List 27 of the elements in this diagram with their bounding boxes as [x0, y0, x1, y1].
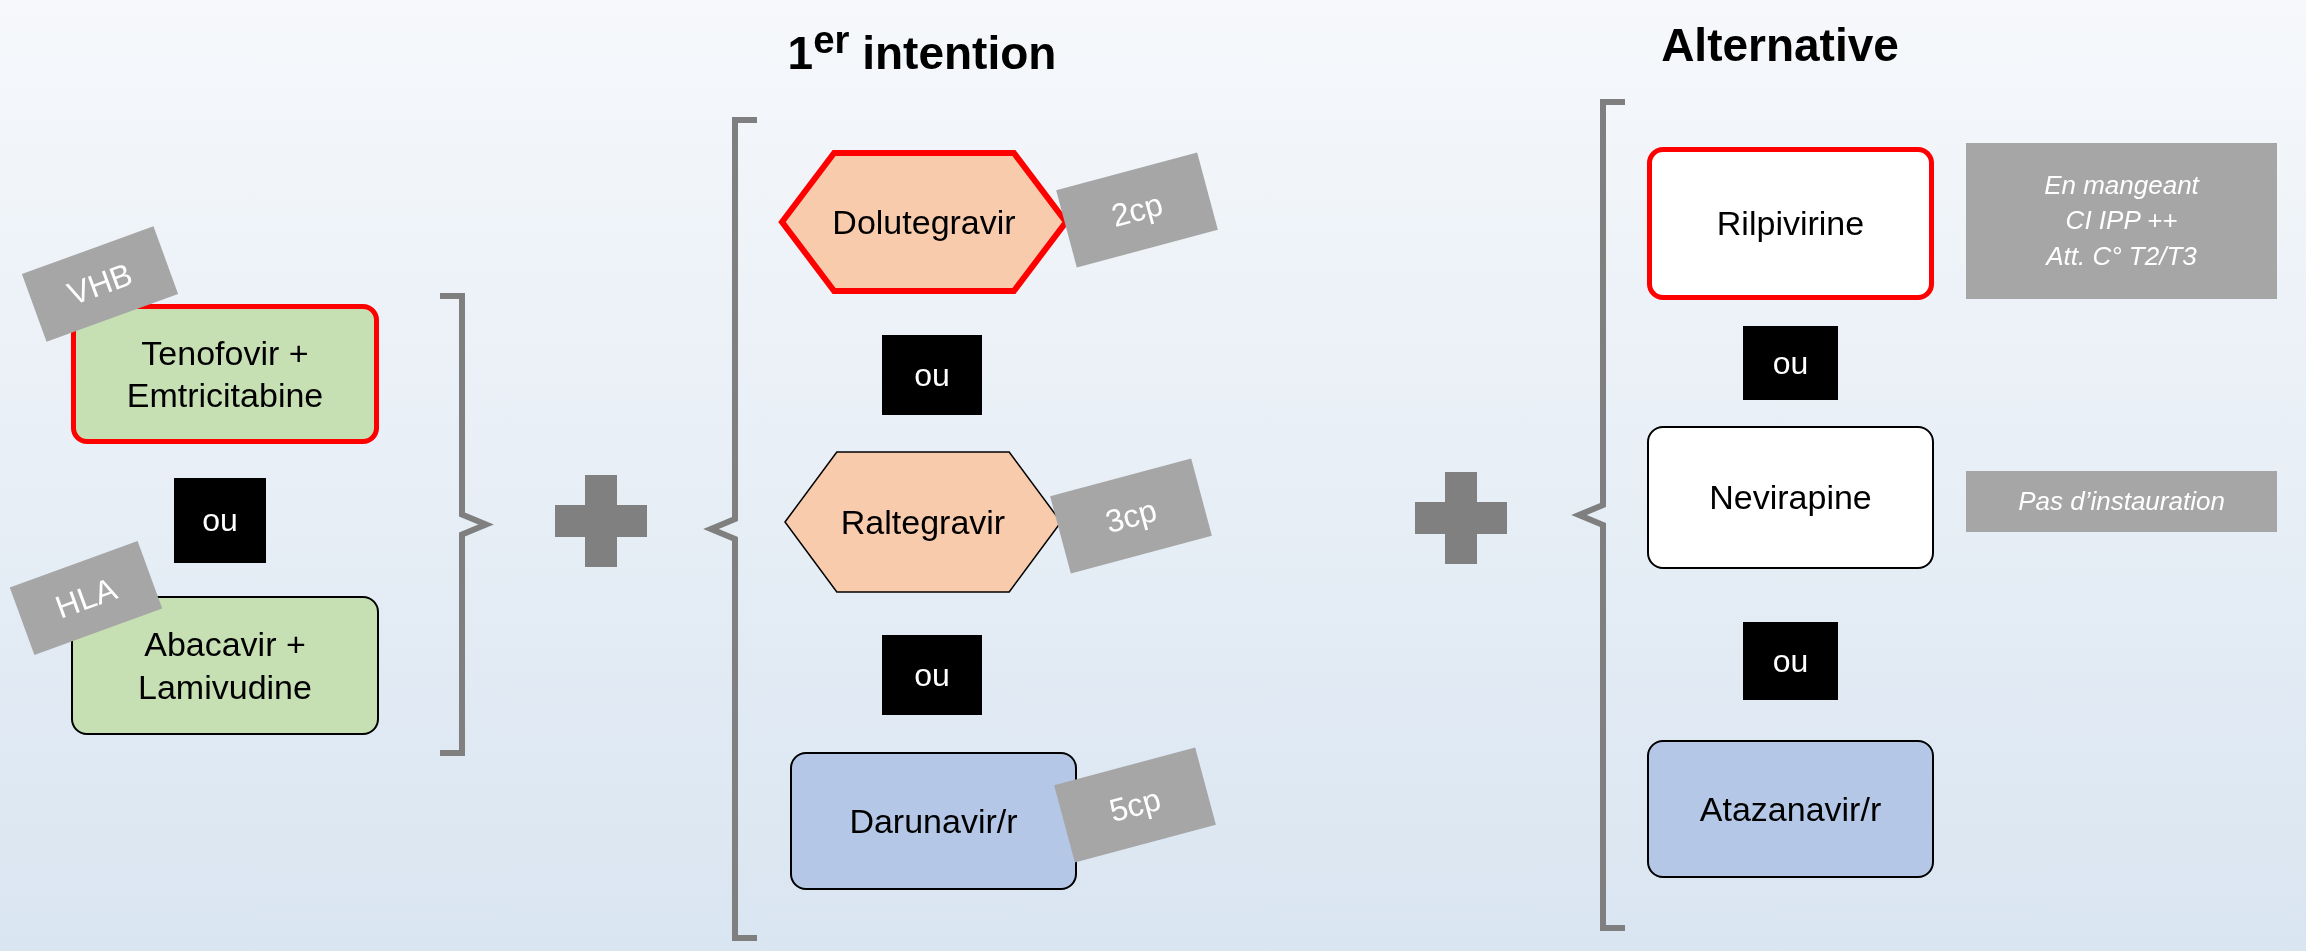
dose-tag: 3cp: [1050, 458, 1212, 574]
column-heading: 1$^{er}$ intention: [787, 18, 1057, 81]
drug-name: Atazanavir/r: [1699, 788, 1882, 830]
note-line: Att. C° T2/T3: [2046, 239, 2197, 273]
dose-tag: 5cp: [1054, 747, 1216, 863]
ou-label: ou: [1743, 622, 1838, 700]
ou-label: ou: [174, 478, 266, 563]
drug-box: [1647, 740, 1934, 878]
drug-name: Nevirapine: [1709, 477, 1872, 519]
ou-label: ou: [882, 635, 982, 715]
drug-name: Raltegravir: [840, 501, 1006, 543]
drug-box: [1647, 147, 1934, 300]
note-line: En mangeant: [2044, 169, 2199, 203]
drug-name: Rilpivirine: [1716, 203, 1865, 245]
note-panel: [1966, 143, 2277, 299]
drug-box: [1647, 426, 1934, 569]
note-line: CI IPP ++: [2065, 204, 2178, 238]
drug-box: [71, 304, 379, 444]
ou-label: ou: [1743, 326, 1838, 400]
drug-name: Darunavir/r: [849, 800, 1018, 842]
note-line: Pas d’instauration: [2018, 484, 2225, 518]
ou-label: ou: [882, 335, 982, 415]
drug-box: [790, 752, 1077, 890]
note-panel: [1966, 471, 2277, 532]
dose-tag: 2cp: [1056, 152, 1218, 268]
column-heading: Alternative: [1661, 18, 1899, 72]
drug-name: Dolutegravir: [832, 201, 1016, 243]
